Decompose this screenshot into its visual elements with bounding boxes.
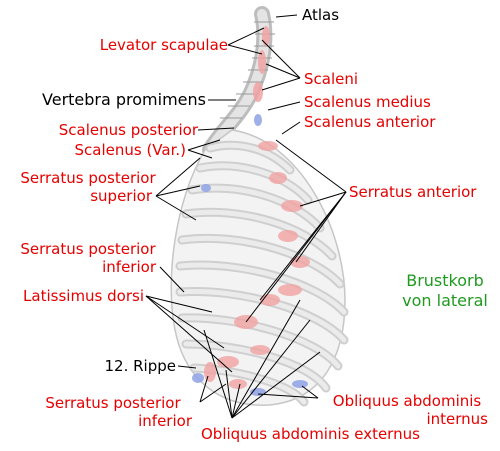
label-scaleni: Scaleni	[304, 70, 359, 88]
label-atlas: Atlas	[302, 6, 340, 24]
label-scalenus-posterior: Scalenus posterior	[58, 121, 198, 139]
label-serratus-posterior-inferior-bottom-line1: Serratus posterior	[45, 394, 181, 412]
leader-lines	[145, 14, 347, 419]
label-serratus-posterior-inferior-line2: inferior	[102, 258, 156, 276]
label-obliquus-externus: Obliquus abdominis externus	[201, 425, 420, 443]
label-serratus-posterior-superior-line1: Serratus posterior	[20, 169, 156, 187]
title-line1: Brustkorb	[406, 271, 484, 290]
cervical-muscles	[253, 26, 270, 126]
label-levator-scapulae: Levator scapulae	[99, 36, 228, 54]
label-scalenus-anterior: Scalenus anterior	[304, 113, 436, 131]
rib-cage	[170, 129, 349, 407]
label-serratus-posterior-superior-line2: superior	[90, 187, 152, 205]
label-obliquus-internus-line2: internus	[426, 410, 488, 428]
label-12-rippe: 12. Rippe	[104, 357, 176, 375]
label-latissimus-dorsi: Latissimus dorsi	[23, 287, 144, 305]
label-scalenus-medius: Scalenus medius	[304, 93, 431, 111]
label-serratus-posterior-inferior-line1: Serratus posterior	[20, 240, 156, 258]
label-scalenus-var: Scalenus (Var.)	[74, 141, 186, 159]
label-vertebra-promimens: Vertebra promimens	[42, 90, 206, 109]
label-serratus-posterior-inferior-bottom-line2: inferior	[138, 412, 192, 430]
title-line2: von lateral	[402, 291, 488, 310]
label-serratus-anterior: Serratus anterior	[349, 183, 477, 201]
label-obliquus-internus-line1: Obliquus abdominis	[332, 392, 482, 410]
